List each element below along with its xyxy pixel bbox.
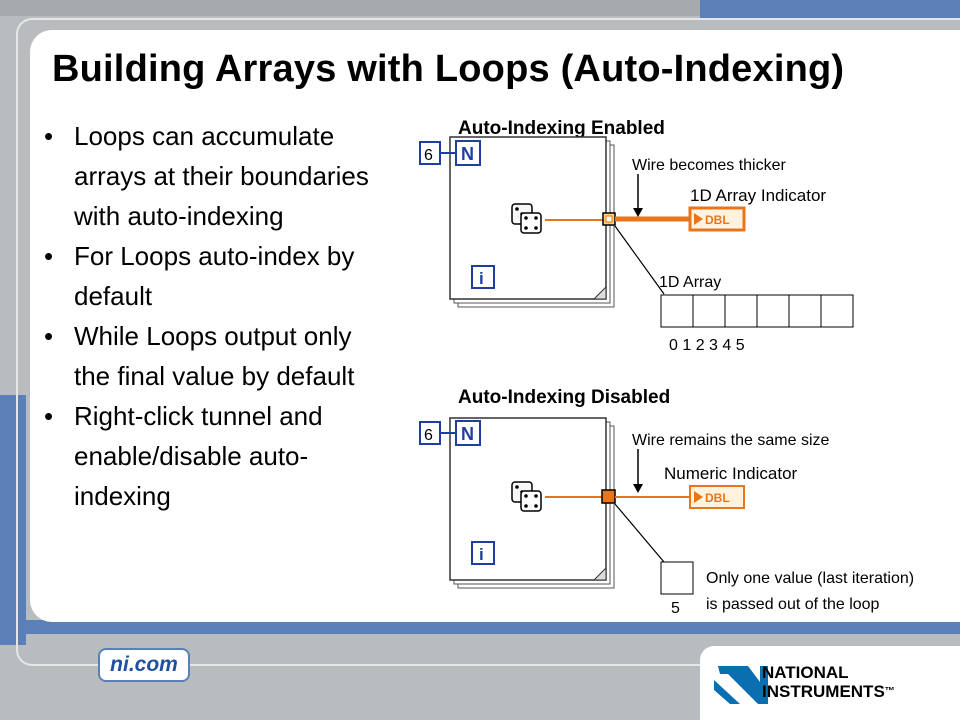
slide-title: Building Arrays with Loops (Auto-Indexin…: [52, 48, 845, 90]
bullet-dot: •: [44, 401, 54, 431]
bullet-text: Loops can accumulate arrays at their bou…: [74, 121, 369, 231]
wire-note-arrowhead: [633, 484, 643, 493]
indicator-type: DBL: [705, 213, 730, 227]
ni-wordmark-line-2-text: INSTRUMENTS: [762, 682, 885, 701]
dbl-indicator-icon: DBL: [688, 206, 746, 232]
ni-wordmark-line-2: INSTRUMENTS™: [762, 682, 895, 701]
result-note-line-2: is passed out of the loop: [706, 596, 880, 613]
dbl-indicator-icon: DBL: [689, 485, 745, 509]
bullet-text: While Loops output only the final value …: [74, 321, 355, 391]
bullet-item: • While Loops output only the final value…: [44, 316, 394, 396]
ni-eagle-logo-icon: [714, 666, 768, 704]
diagram-heading: Auto-Indexing Enabled: [458, 118, 665, 139]
diagram-auto-indexing-enabled: Auto-Indexing Enabled 6 N DBL 1D Array I…: [419, 118, 854, 354]
array-label: 1D Array: [659, 274, 721, 291]
iteration-terminal-label: i: [479, 269, 484, 288]
loop-count-value: 6: [424, 147, 433, 164]
result-callout-line: [614, 503, 665, 563]
indicator-type: DBL: [705, 491, 730, 505]
slide-frame: [16, 18, 960, 666]
iteration-terminal-icon: i: [471, 541, 495, 565]
loop-count-terminal-label: N: [461, 424, 474, 444]
loop-count-terminal-icon: N: [455, 140, 481, 166]
diagram-auto-indexing-disabled: Auto-Indexing Disabled 6 N DBL Numeric I…: [419, 387, 914, 617]
bullet-dot: •: [44, 321, 54, 351]
top-decor-bar: [0, 0, 700, 16]
bullet-item: • Loops can accumulate arrays at their bo…: [44, 116, 394, 236]
result-cell: [660, 561, 694, 595]
wire-note: Wire becomes thicker: [632, 157, 786, 174]
array-indices: 0 1 2 3 4 5: [669, 337, 745, 354]
indicator-label: Numeric Indicator: [664, 464, 798, 483]
loop-count-terminal-icon: N: [455, 420, 481, 446]
wire-note-arrowhead: [633, 208, 643, 217]
bullet-dot: •: [44, 121, 54, 151]
bullet-text: For Loops auto-index by default: [74, 241, 355, 311]
array-cells: [660, 294, 854, 328]
left-accent-bar: [0, 395, 26, 645]
ni-com-link[interactable]: ni.com: [98, 648, 190, 682]
result-value: 5: [671, 600, 680, 617]
loop-count-terminal-label: N: [461, 144, 474, 164]
ni-logo-area: [700, 646, 960, 720]
bullet-list: • Loops can accumulate arrays at their bo…: [44, 116, 394, 516]
ni-wordmark: NATIONAL INSTRUMENTS™: [762, 663, 895, 701]
bullet-dot: •: [44, 241, 54, 271]
iteration-terminal-icon: i: [471, 265, 495, 289]
array-callout-line: [614, 225, 665, 295]
loop-count-value: 6: [424, 427, 433, 444]
ni-wordmark-line-1: NATIONAL: [762, 663, 849, 682]
scalar-tunnel: [601, 489, 616, 504]
diagram-heading: Auto-Indexing Disabled: [458, 387, 670, 408]
top-accent-bar: [700, 0, 960, 20]
result-note-line-1: Only one value (last iteration): [706, 570, 914, 587]
indicator-label: 1D Array Indicator: [690, 186, 826, 205]
bottom-accent-bar: [0, 620, 960, 634]
auto-index-tunnel-mark: [605, 215, 613, 223]
trademark-symbol: ™: [884, 686, 895, 697]
iteration-terminal-label: i: [479, 545, 484, 564]
bullet-item: • Right-click tunnel and enable/disable a…: [44, 396, 394, 516]
wire-note: Wire remains the same size: [632, 432, 829, 449]
bullet-item: • For Loops auto-index by default: [44, 236, 394, 316]
bullet-text: Right-click tunnel and enable/disable au…: [74, 401, 323, 511]
